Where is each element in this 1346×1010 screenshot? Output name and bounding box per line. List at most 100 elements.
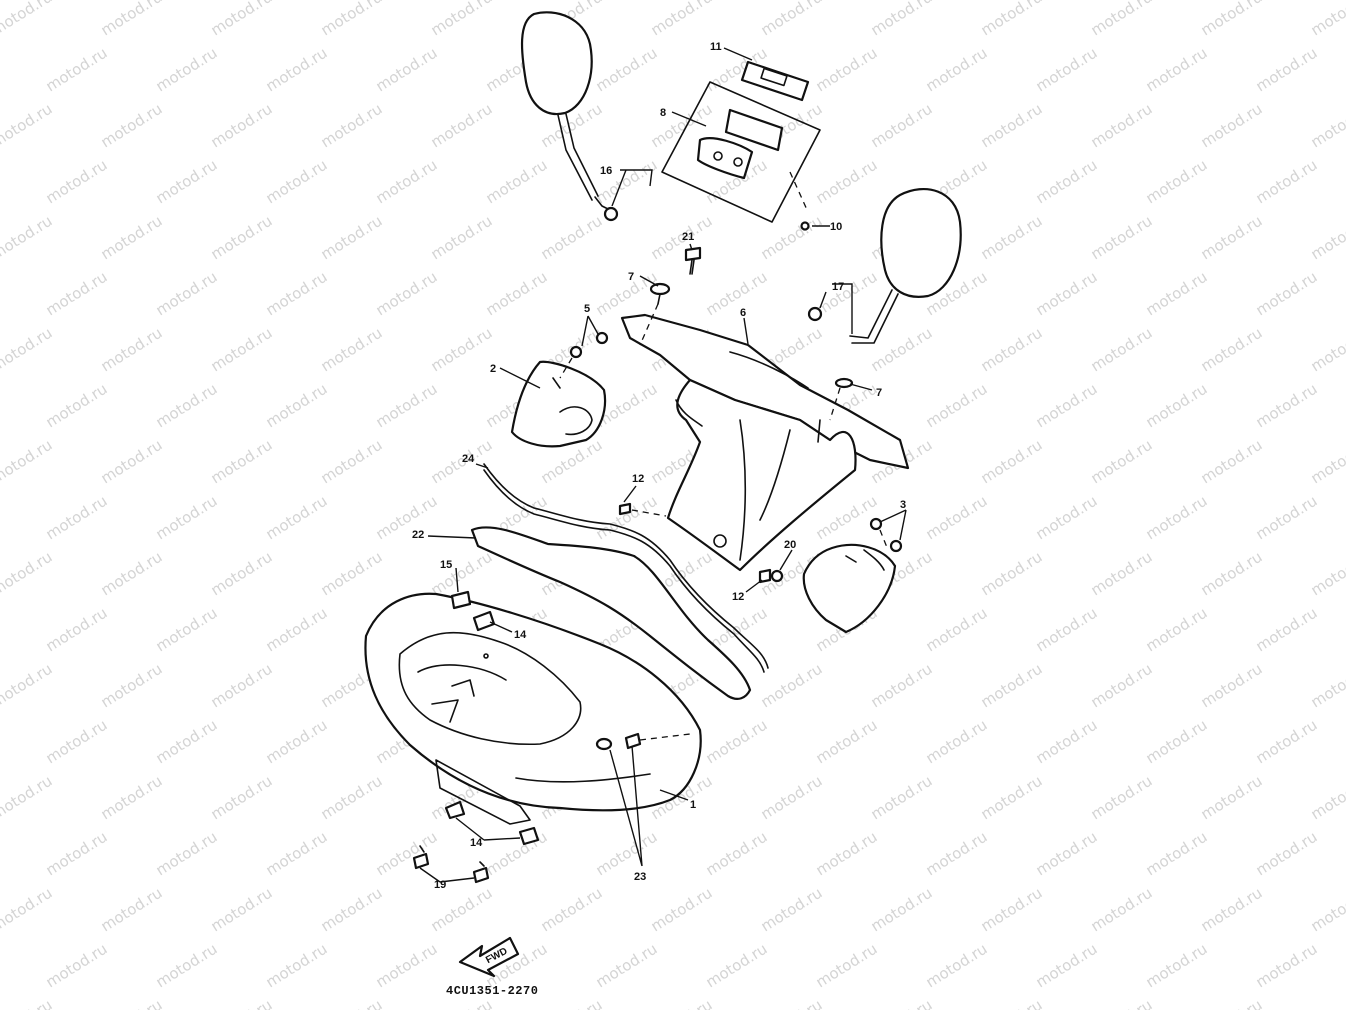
watermark-text: motod.ru [98, 436, 166, 488]
watermark-text: motod.ru [43, 604, 111, 656]
watermark-text: motod.ru [43, 380, 111, 432]
callout-1: 1 [690, 799, 696, 811]
watermark-text: motod.ru [1033, 828, 1101, 880]
watermark-text: motod.ru [978, 212, 1046, 264]
watermark-text: motod.ru [1198, 884, 1266, 936]
watermark-text: motod.ru [428, 324, 496, 376]
watermark-text: motod.ru [703, 828, 771, 880]
watermark-text: motod.ru [1088, 100, 1156, 152]
watermark-text: motod.ru [1033, 716, 1101, 768]
watermark-text: motod.ru [263, 716, 331, 768]
watermark-text: motod.ru [978, 772, 1046, 824]
watermark-text: motod.ru [98, 212, 166, 264]
watermark-text: motod.ru [1143, 604, 1211, 656]
watermark-text: motod.ru [98, 100, 166, 152]
watermark-text: motod.ru [318, 212, 386, 264]
watermark-text: motod.ru [1033, 156, 1101, 208]
watermark-text: motod.ru [868, 324, 936, 376]
watermark-text: motod.ru [978, 436, 1046, 488]
watermark-text: motod.ru [1088, 660, 1156, 712]
watermark-text: motod.ru [98, 0, 166, 39]
watermark-text: motod.ru [1198, 996, 1266, 1010]
watermark-text: motod.ru [1143, 268, 1211, 320]
watermark-text: motod.ru [1198, 0, 1266, 39]
watermark-text: motod.ru [43, 268, 111, 320]
watermark-text: motod.ru [1253, 44, 1321, 96]
watermark-text: motod.ru [978, 100, 1046, 152]
watermark-text: motod.ru [318, 324, 386, 376]
watermark-text: motod.ru [1308, 436, 1346, 488]
watermark-text: motod.ru [1198, 100, 1266, 152]
watermark-text: motod.ru [0, 212, 55, 264]
watermark-text: motod.ru [98, 548, 166, 600]
watermark-text: motod.ru [648, 884, 716, 936]
leader-lines [419, 47, 907, 883]
gasket [470, 526, 752, 700]
watermark-text: motod.ru [208, 0, 276, 39]
watermark-text: motod.ru [593, 268, 661, 320]
watermark-text: motod.ru [923, 828, 991, 880]
watermark-text: motod.ru [813, 828, 881, 880]
handlebar-cover-rear [620, 313, 910, 572]
watermark-text: motod.ru [1088, 884, 1156, 936]
watermark-text: motod.ru [318, 436, 386, 488]
watermark-text: motod.ru [208, 660, 276, 712]
watermark-text: motod.ru [978, 548, 1046, 600]
watermark-text: motod.ru [868, 100, 936, 152]
watermark-text: motod.ru [813, 156, 881, 208]
watermark-text: motod.ru [813, 492, 881, 544]
callout-12-top: 12 [632, 473, 644, 485]
watermark-text: motod.ru [0, 548, 55, 600]
watermark-text: motod.ru [1088, 0, 1156, 39]
watermark-text: motod.ru [373, 156, 441, 208]
watermark-text: motod.ru [98, 884, 166, 936]
watermark-text: motod.ru [758, 884, 826, 936]
watermark-text: motod.ru [1143, 716, 1211, 768]
watermark-text: motod.ru [703, 716, 771, 768]
watermark-text: motod.ru [648, 0, 716, 39]
watermark-text: motod.ru [0, 660, 55, 712]
watermark-text: motod.ru [703, 268, 771, 320]
callout-23: 23 [634, 871, 646, 883]
watermark-text: motod.ru [813, 940, 881, 992]
watermark-text: motod.ru [153, 380, 221, 432]
watermark-text: motod.ru [208, 212, 276, 264]
callout-17: 17 [832, 281, 844, 293]
watermark-text: motod.ru [1033, 380, 1101, 432]
watermark-text: motod.ru [1308, 212, 1346, 264]
watermark-text: motod.ru [373, 268, 441, 320]
watermark-text: motod.ru [1198, 660, 1266, 712]
fasteners [412, 246, 903, 884]
watermark-text: motod.ru [978, 660, 1046, 712]
watermark-text: motod.ru [868, 884, 936, 936]
watermark-text: motod.ru [1308, 324, 1346, 376]
watermark-text: motod.ru [318, 884, 386, 936]
watermark-text: motod.ru [98, 660, 166, 712]
callout-labels: 11 8 16 10 21 7 5 6 17 2 7 12 3 20 12 24… [412, 41, 906, 891]
watermark-text: motod.ru [593, 940, 661, 992]
watermark-text: motod.ru [153, 492, 221, 544]
callout-14-bottom: 14 [470, 837, 483, 849]
watermark-text: motod.ru [1033, 940, 1101, 992]
watermark-text: motod.ru [648, 996, 716, 1010]
watermark-text: motod.ru [593, 44, 661, 96]
watermark-text: motod.ru [1198, 324, 1266, 376]
watermark-text: motod.ru [428, 884, 496, 936]
watermark-text: motod.ru [538, 996, 606, 1010]
watermark-text: motod.ru [263, 492, 331, 544]
watermark-text: motod.ru [1198, 772, 1266, 824]
watermark-text: motod.ru [483, 268, 551, 320]
watermark-text: motod.ru [1308, 996, 1346, 1010]
watermark-text: motod.ru [318, 100, 386, 152]
watermark-text: motod.ru [1088, 772, 1156, 824]
watermark-text: motod.ru [1033, 268, 1101, 320]
watermark-text: motod.ru [1088, 996, 1156, 1010]
side-cover-right [802, 543, 897, 634]
molding-strip [483, 463, 769, 673]
watermark-text: motod.ru [98, 996, 166, 1010]
mirror-left [520, 11, 619, 222]
bracket-assembly [661, 81, 821, 231]
watermark-text: motod.ru [1253, 492, 1321, 544]
watermark-text: motod.ru [483, 156, 551, 208]
